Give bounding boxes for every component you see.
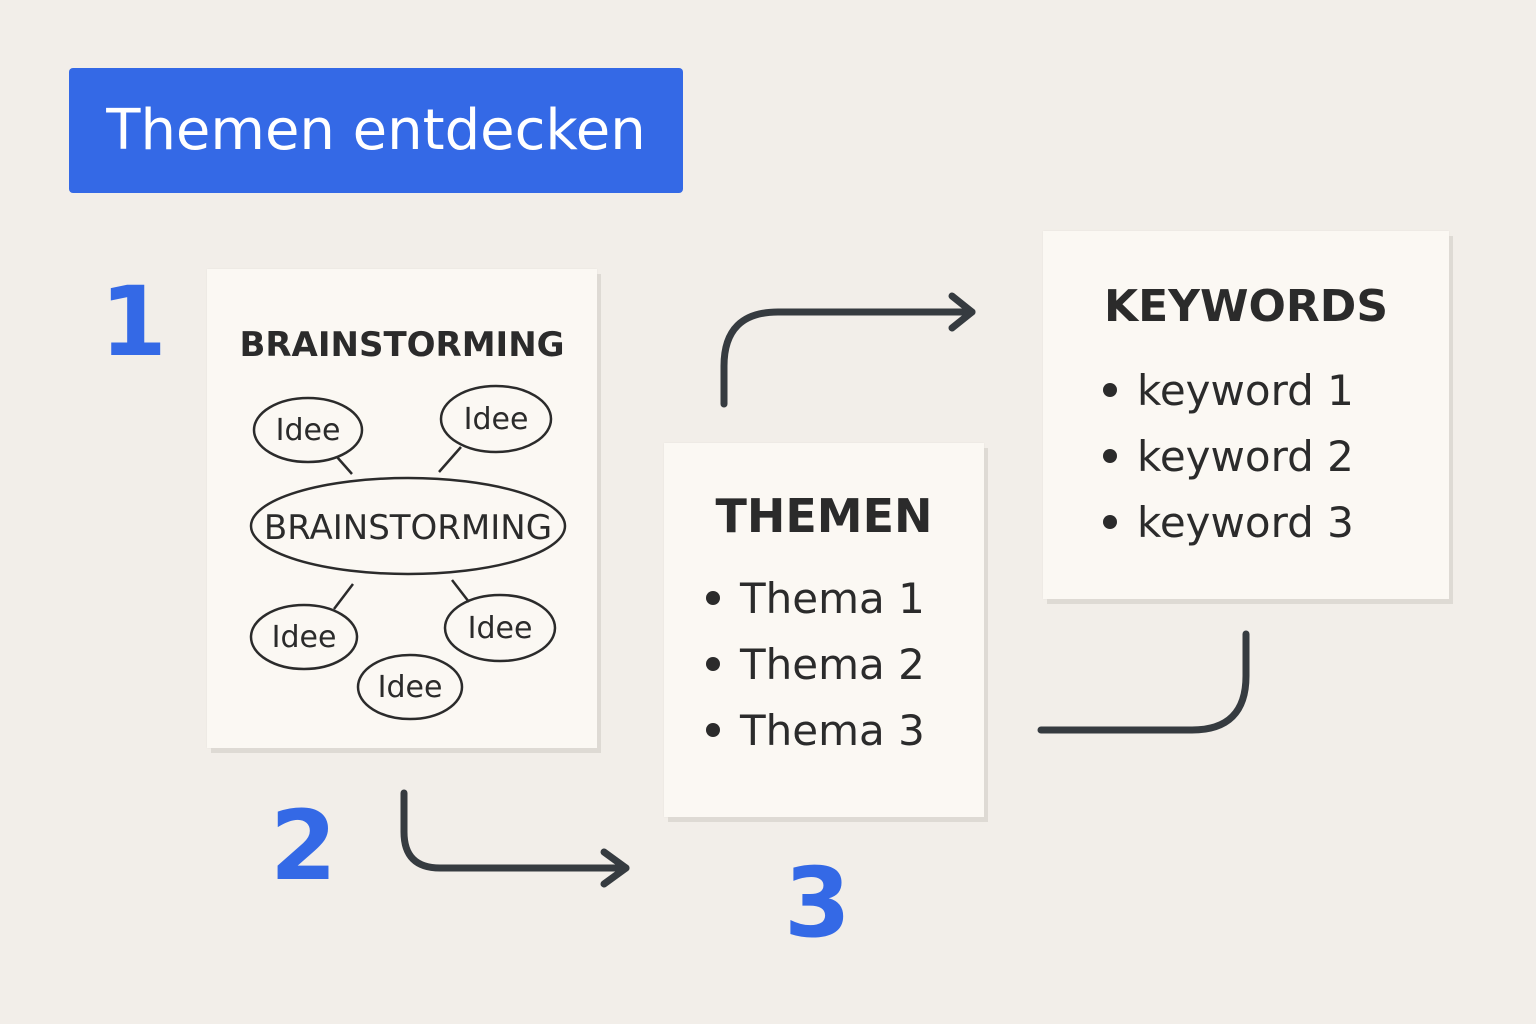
brainstorming-heading: BRAINSTORMING — [239, 325, 565, 365]
keywords-list: keyword 1 keyword 2 keyword 3 — [1103, 357, 1354, 555]
mind-map-link — [438, 446, 462, 473]
idea-bubble — [443, 593, 557, 663]
themen-card: THEMEN Thema 1 Thema 2 Thema 3 — [664, 443, 984, 817]
idea-bubble — [439, 384, 553, 454]
mind-map-link — [333, 583, 354, 610]
list-item: keyword 1 — [1103, 357, 1354, 423]
list-item-label: Thema 2 — [740, 639, 925, 689]
list-item-label: keyword 2 — [1137, 431, 1354, 481]
bullet-icon — [1103, 515, 1117, 529]
themen-heading: THEMEN — [715, 489, 933, 543]
list-item: Thema 2 — [706, 631, 925, 697]
mind-map: BRAINSTORMING Idee Idee Idee Idee Idee — [249, 384, 567, 721]
brainstorm-center-ellipse — [249, 476, 567, 576]
list-item-label: keyword 3 — [1137, 497, 1354, 547]
list-item: Thema 1 — [706, 565, 925, 631]
keywords-heading: KEYWORDS — [1103, 281, 1389, 332]
page-title: Themen entdecken — [106, 98, 646, 163]
idea-label: Idee — [468, 611, 533, 646]
arrow-right-icon — [720, 292, 976, 408]
brainstorming-card: BRAINSTORMING BRAINSTORMING Idee Idee Id… — [207, 269, 597, 748]
themen-list: Thema 1 Thema 2 Thema 3 — [706, 565, 925, 763]
idea-label: Idee — [464, 402, 529, 437]
idea-bubble — [249, 603, 359, 671]
idea-label: Idee — [272, 620, 337, 655]
mind-map-link — [336, 456, 353, 475]
idea-bubble — [252, 396, 364, 464]
idea-label: Idee — [276, 413, 341, 448]
step-number-2: 2 — [270, 790, 337, 902]
list-item: Thema 3 — [706, 697, 925, 763]
bullet-icon — [1103, 449, 1117, 463]
idea-label: Idee — [378, 670, 443, 705]
idea-bubble — [356, 653, 464, 721]
connector-line — [1037, 630, 1250, 734]
bullet-icon — [1103, 383, 1117, 397]
step-number-1: 1 — [100, 266, 167, 378]
bullet-icon — [706, 723, 720, 737]
list-item: keyword 3 — [1103, 489, 1354, 555]
title-banner: Themen entdecken — [69, 68, 683, 193]
list-item-label: keyword 1 — [1137, 365, 1354, 415]
list-item-label: Thema 1 — [740, 573, 925, 623]
list-item-label: Thema 3 — [740, 705, 925, 755]
bullet-icon — [706, 657, 720, 671]
list-item: keyword 2 — [1103, 423, 1354, 489]
brainstorm-center-label: BRAINSTORMING — [264, 508, 552, 548]
mind-map-link — [451, 579, 470, 603]
keywords-card: KEYWORDS keyword 1 keyword 2 keyword 3 — [1043, 231, 1449, 599]
arrow-right-icon — [400, 789, 630, 888]
step-number-3: 3 — [784, 847, 851, 959]
bullet-icon — [706, 591, 720, 605]
